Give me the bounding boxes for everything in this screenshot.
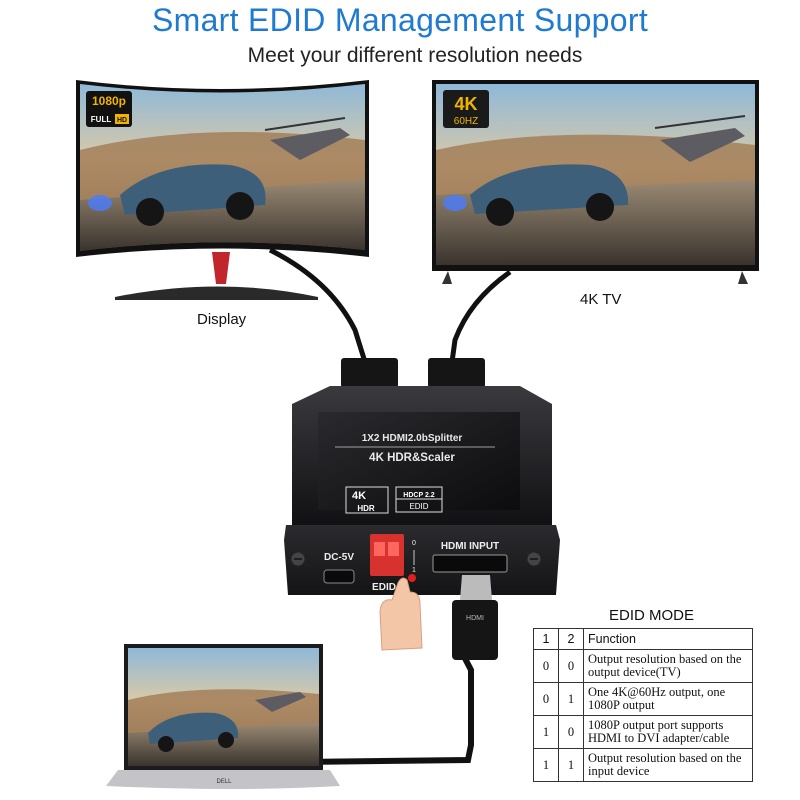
hdmi-input-label: HDMI INPUT — [441, 541, 499, 552]
monitor-screen-image — [80, 84, 365, 251]
page-subtitle: Meet your different resolution needs — [247, 44, 583, 67]
header-switch-2: 2 — [558, 628, 584, 650]
dc-5v-port[interactable] — [323, 569, 355, 584]
logo-hdr-text: HDR — [357, 504, 375, 513]
hdmi-input-plug: HDMI — [452, 575, 498, 660]
power-port-label: DC-5V — [324, 552, 354, 563]
header-switch-1: 1 — [533, 628, 559, 650]
edid-switch-label: EDID — [372, 582, 396, 593]
tv-label: 4K TV — [580, 291, 622, 308]
resolution-badge-1080p: 1080p FULL HD — [86, 91, 132, 127]
hdmi-splitter: 1X2 HDMI2.0bSplitter 4K HDR&Scaler 4K HD… — [284, 386, 560, 595]
switch-2-value: 0 — [558, 715, 584, 749]
switch-2-value: 0 — [558, 649, 584, 683]
hdmi-output-plug-2 — [428, 358, 485, 388]
switch-1-value: 1 — [533, 715, 559, 749]
output-cable-2 — [449, 269, 512, 363]
tv: 4K 60HZ — [432, 80, 759, 284]
laptop-brand: DELL — [216, 779, 232, 785]
tv-screen-image — [436, 84, 755, 265]
table-row: 0 0 Output resolution based on the outpu… — [533, 649, 753, 683]
function-text: Output resolution based on the output de… — [583, 649, 753, 683]
badge-60hz-text: 60HZ — [454, 116, 478, 127]
switch-1-value: 0 — [533, 682, 559, 716]
table-row: 0 1 One 4K@60Hz output, one 1080P output — [533, 682, 753, 716]
hdmi-output-plug-1 — [341, 358, 398, 388]
display-label: Display — [197, 311, 247, 328]
switch-2-value: 1 — [558, 748, 584, 782]
badge-4k-text: 4K — [454, 94, 477, 114]
hdmi-input-port[interactable] — [432, 554, 508, 573]
status-led — [408, 574, 416, 582]
table-row: 1 0 1080P output port supports HDMI to D… — [533, 715, 753, 749]
badge-full-text: FULL — [91, 115, 112, 124]
finger-pointer — [379, 577, 423, 651]
hdcp-text: HDCP 2.2 — [403, 492, 434, 499]
switch-1-value: 1 — [533, 748, 559, 782]
badge-hd-text: HD — [117, 117, 127, 124]
resolution-badge-4k: 4K 60HZ — [443, 90, 489, 128]
svg-text:0: 0 — [412, 540, 416, 547]
page-title: Smart EDID Management Support — [151, 2, 649, 38]
function-text: 1080P output port supports HDMI to DVI a… — [583, 715, 753, 749]
edid-table-header: 1 2 Function — [533, 628, 753, 650]
function-text: Output resolution based on the input dev… — [583, 748, 753, 782]
laptop: DELL — [106, 644, 340, 789]
edid-mode-table: 1 2 Function 0 0 Output resolution based… — [533, 628, 753, 782]
hdcp-edid-badge: HDCP 2.2 EDID — [395, 486, 443, 513]
plug-hdmi-text: HDMI — [466, 615, 484, 622]
switch-2-value: 1 — [558, 682, 584, 716]
logo-4k-text: 4K — [352, 490, 366, 502]
function-text: One 4K@60Hz output, one 1080P output — [583, 682, 753, 716]
splitter-model-line2: 4K HDR&Scaler — [369, 452, 455, 464]
laptop-screen-image — [128, 648, 319, 766]
output-cable-1 — [268, 247, 368, 363]
switch-1-value: 0 — [533, 649, 559, 683]
table-row: 1 1 Output resolution based on the input… — [533, 748, 753, 782]
splitter-model-line1: 1X2 HDMI2.0bSplitter — [362, 433, 463, 444]
edid-badge-text: EDID — [409, 502, 428, 511]
badge-1080p-text: 1080p — [92, 94, 126, 108]
header-function: Function — [583, 628, 753, 650]
svg-text:1: 1 — [412, 567, 416, 574]
edid-mode-title: EDID MODE — [609, 607, 695, 624]
4k-hdr-logo: 4K HDR — [345, 486, 389, 514]
display-monitor: 1080p FULL HD — [76, 80, 369, 300]
